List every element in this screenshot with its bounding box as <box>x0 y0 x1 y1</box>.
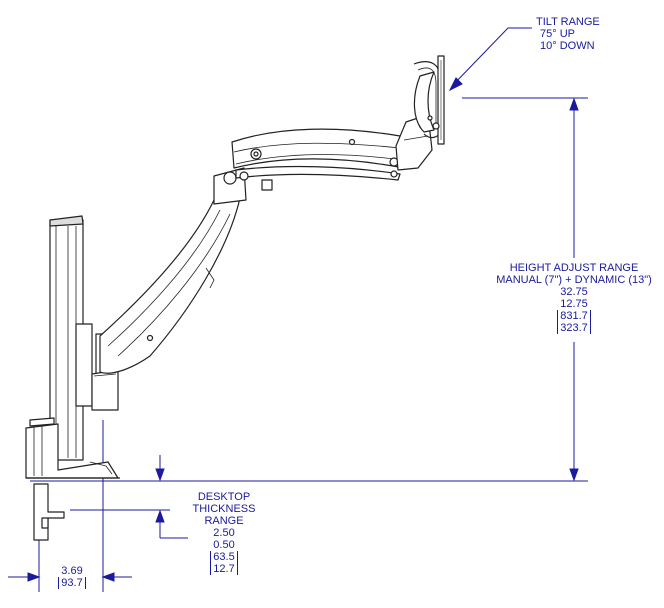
thickness-arrow-bottom <box>155 509 165 523</box>
offset-mm-bracket: 93.7 <box>58 577 86 589</box>
thickness-line1: DESKTOP <box>197 491 251 503</box>
thickness-line3: RANGE <box>204 515 244 527</box>
tilt-range-title: TILT RANGE <box>536 16 600 28</box>
height-adjust-title: HEIGHT ADJUST RANGE <box>509 262 639 274</box>
height-adjust-label: HEIGHT ADJUST RANGE MANUAL (7") + DYNAMI… <box>488 262 660 334</box>
thickness-line2: THICKNESS <box>192 503 256 515</box>
offset-label: 3.69 93.7 <box>50 565 94 589</box>
tilt-leader-arrow <box>448 77 463 92</box>
thickness-mm-bracket: 63.5 12.7 <box>210 551 238 575</box>
thickness-max-mm: 63.5 <box>213 551 235 563</box>
dimension-lines <box>8 27 588 592</box>
offset-arrow-left <box>27 572 41 582</box>
tilt-range-label: TILT RANGE 75° UP 10° DOWN <box>536 16 600 52</box>
lower-dynamic-arm <box>99 197 241 374</box>
height-arrow-top <box>569 97 579 111</box>
height-min-in: 12.75 <box>560 298 588 310</box>
height-arrow-bottom <box>569 468 579 482</box>
thickness-min-mm: 12.7 <box>213 563 235 575</box>
monitor-arm-drawing <box>25 55 445 541</box>
offset-mm: 93.7 <box>61 577 83 589</box>
elbow-joint <box>213 167 273 205</box>
thickness-min-in: 0.50 <box>213 539 235 551</box>
height-max-in: 32.75 <box>560 286 588 298</box>
height-mm-bracket: 831.7 323.7 <box>557 310 591 334</box>
thickness-max-in: 2.50 <box>213 527 235 539</box>
desk-clamp <box>25 417 120 541</box>
thickness-arrow-top <box>155 468 165 482</box>
height-adjust-subtitle: MANUAL (7") + DYNAMIC (13") <box>496 274 652 286</box>
offset-arrow-right <box>101 572 115 582</box>
upper-arm <box>231 128 405 181</box>
tilt-range-up: 75° UP <box>540 28 575 40</box>
height-max-mm: 831.7 <box>560 310 588 322</box>
offset-in: 3.69 <box>61 565 83 577</box>
tilt-range-down: 10° DOWN <box>540 40 595 52</box>
tilt-head <box>413 55 445 145</box>
height-min-mm: 323.7 <box>560 322 588 334</box>
tilt-leader-line <box>451 27 532 87</box>
desktop-thickness-label: DESKTOP THICKNESS RANGE 2.50 0.50 63.5 1… <box>186 491 262 575</box>
